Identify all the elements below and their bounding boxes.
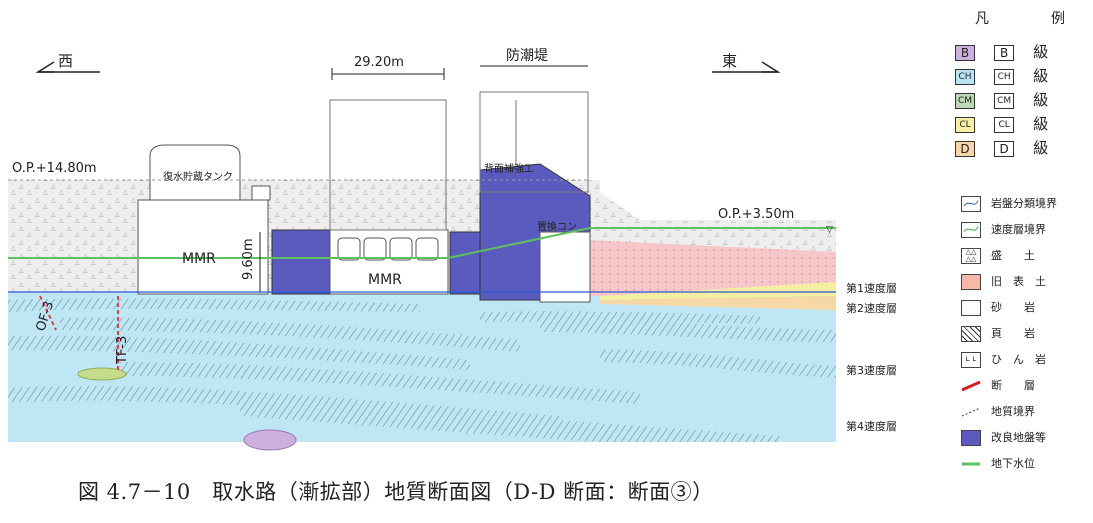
legend-velocity-boundary: 速度層境界 <box>955 220 1089 244</box>
elevation-left: O.P.+14.80m <box>12 161 97 176</box>
structure-outline-seawall <box>479 91 589 193</box>
fault-of3 <box>39 295 57 331</box>
legend-diabase: ʟ ʟ ひ ん 岩 <box>955 350 1089 374</box>
legend-grade-d: D D 級 <box>955 138 1089 162</box>
sandstone-icon <box>961 300 981 316</box>
legend-improved-ground: 改良地盤等 <box>955 428 1089 452</box>
west-arrow-icon <box>35 61 100 73</box>
velocity-layer-3-label: 第3速度層 <box>846 363 897 377</box>
tank-label: 復水貯蔵タンク <box>163 170 233 183</box>
legend-rock-boundary: 岩盤分類境界 <box>955 194 1089 218</box>
legend-geologic-boundary: 地質境界 <box>955 402 1089 426</box>
velocity-layer-1 <box>600 282 836 300</box>
legend-fill-soil: △△△△ 盛 土 <box>955 246 1089 270</box>
legend-shale: 頁 岩 <box>955 324 1089 348</box>
intake-cells <box>337 237 439 261</box>
height-dimension: 9.60m <box>241 238 256 280</box>
rock-boundary-icon <box>961 196 981 212</box>
geologic-section: △ △ OF-3 TF-3 <box>8 48 897 451</box>
velocity-boundary-icon <box>961 222 981 238</box>
width-dimension: 29.20m <box>354 55 404 70</box>
old-surface-soil-icon <box>961 274 981 290</box>
figure-caption: 図 4.7－10 取水路（漸拡部）地質断面図（D-D 断面：断面③） <box>78 480 714 504</box>
fault-tf3-label: TF-3 <box>115 336 130 365</box>
shale-icon <box>961 326 981 342</box>
legend-fault: 断 層 <box>955 376 1089 400</box>
legend-sandstone: 砂 岩 <box>955 298 1089 322</box>
east-label: 東 <box>722 52 737 70</box>
rear-reinforcement-label: 背面補強工 <box>484 162 534 175</box>
legend-old-surface-soil: 旧 表 土 <box>955 272 1089 296</box>
groundwater-line <box>8 227 836 259</box>
improved-ground-icon <box>961 430 981 446</box>
tank-annex <box>251 185 271 201</box>
replacement-concrete-label: 置換コン <box>537 221 577 233</box>
fault-icon <box>961 380 981 392</box>
old-surface-soil <box>590 240 836 296</box>
legend-groundwater: 地下水位 <box>955 454 1089 478</box>
fill-soil-slope <box>590 186 836 252</box>
legend-grade-ch: CH CH 級 <box>955 66 1089 90</box>
legend-grade-cl: CL CL 級 <box>955 114 1089 138</box>
velocity-layer-1-label: 第1速度層 <box>846 281 897 295</box>
legend: 凡 例 B B 級 CH CH 級 CM CM 級 CL CL 級 D D 級 … <box>955 4 1089 519</box>
east-arrow-icon <box>712 61 781 73</box>
groundwater-icon <box>962 462 980 466</box>
replacement-concrete <box>539 231 591 303</box>
improved-ground-left <box>271 229 331 295</box>
velocity-layer-2 <box>600 296 836 310</box>
structure-outline-center <box>329 99 447 231</box>
b-grade-lens <box>243 429 297 451</box>
tank <box>149 144 241 201</box>
diabase-icon: ʟ ʟ <box>961 352 981 368</box>
velocity-layer-4-label: 第4速度層 <box>846 419 897 433</box>
geologic-boundary-icon <box>961 407 981 417</box>
west-label: 西 <box>58 52 73 70</box>
mmr-center-label: MMR <box>368 272 402 288</box>
legend-grade-cm: CM CM 級 <box>955 90 1089 114</box>
diabase-lens <box>77 367 127 381</box>
mmr-left-label: MMR <box>182 251 216 267</box>
seawall-label: 防潮堤 <box>506 48 548 64</box>
svg-text:▽: ▽ <box>826 225 833 235</box>
elevation-right: O.P.+3.50m <box>718 207 794 222</box>
legend-title: 凡 例 <box>975 11 1065 27</box>
fill-soil-icon: △△△△ <box>961 248 981 264</box>
legend-grade-b: B B 級 <box>955 42 1089 66</box>
velocity-layer-2-label: 第2速度層 <box>846 301 897 315</box>
improved-ground-center <box>449 231 485 295</box>
shale-bands <box>8 298 836 442</box>
